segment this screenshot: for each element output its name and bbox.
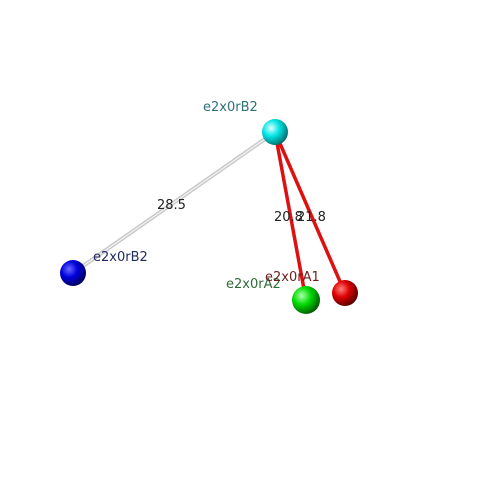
atom-label-e2x0rA2: e2x0rA2 [226,277,281,292]
atom-label-e2x0rB2-top: e2x0rB2 [203,100,258,115]
distance-label-b2-a1: 21.8 [297,210,326,225]
bond-layer [71,130,347,302]
atom-label-layer: e2x0rB2 e2x0rB2 e2x0rA2 e2x0rA1 [93,100,320,292]
bond-e2x0rB2-e2x0rB2-highlight [72,131,276,274]
bond-e2x0rB2-e2x0rA1 [273,130,347,295]
atom-e2x0rB2-top[interactable] [262,119,288,145]
distance-label-b2-b2: 28.5 [157,198,186,213]
distance-label-b2-a2: 20.8 [274,210,303,225]
atom-layer [60,119,358,314]
distance-label-layer: 28.5 20.8 21.8 [157,198,326,225]
atom-e2x0rB2-left[interactable] [60,260,86,286]
atom-e2x0rA1[interactable] [332,280,358,306]
atom-label-e2x0rA1: e2x0rA1 [265,270,320,285]
atom-e2x0rA2[interactable] [292,286,320,314]
atom-label-e2x0rB2-left: e2x0rB2 [93,250,148,265]
bond-e2x0rB2-e2x0rA2 [273,130,308,302]
